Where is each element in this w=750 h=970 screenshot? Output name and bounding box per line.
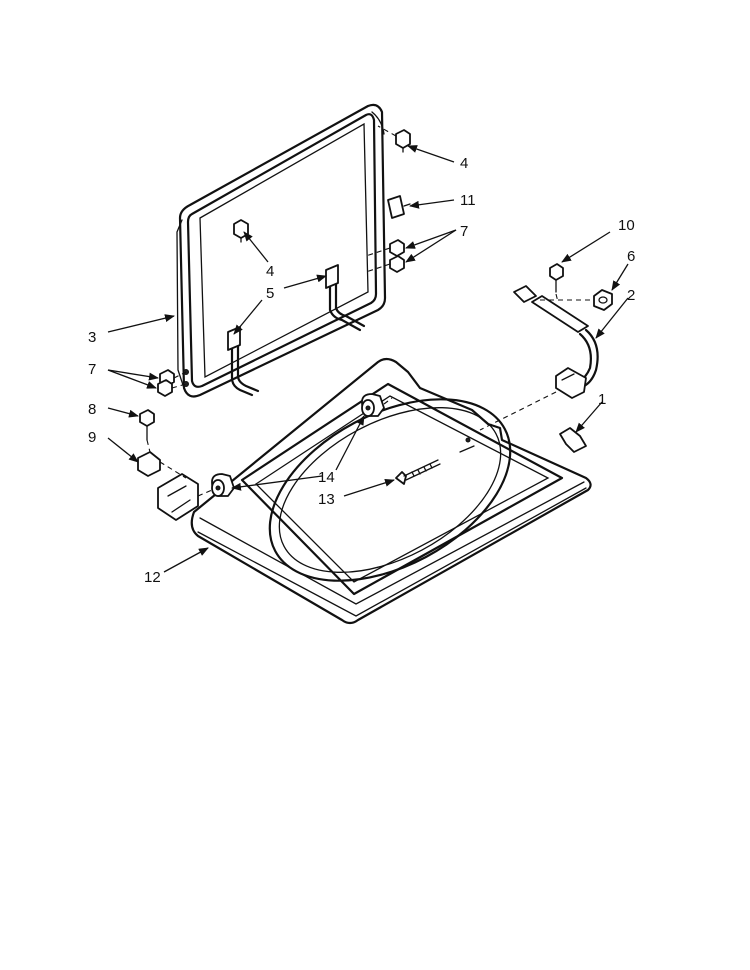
hinge-screw — [139, 409, 155, 441]
hinge-bushing-right — [361, 393, 385, 417]
lid-clip — [387, 195, 411, 219]
hinge-block — [137, 451, 199, 521]
callout-12: 12 — [144, 569, 161, 586]
callout-2: 2 — [627, 287, 635, 304]
callout-13: 13 — [318, 491, 335, 508]
callout-11: 11 — [460, 192, 476, 209]
lid — [176, 103, 387, 398]
callout-labels: 4 11 7 10 6 2 4 5 3 7 8 9 1 14 13 12 — [88, 155, 635, 586]
leader-lines — [107, 145, 629, 573]
callout-9: 9 — [88, 429, 96, 446]
callout-4-top: 4 — [460, 155, 468, 172]
hinge-bushing-left — [211, 473, 235, 497]
callout-5: 5 — [266, 285, 274, 302]
callout-10: 10 — [618, 217, 635, 234]
callout-7-right: 7 — [460, 223, 468, 240]
callout-14: 14 — [318, 469, 335, 486]
callout-4-inner: 4 — [266, 263, 274, 280]
callout-1: 1 — [598, 391, 606, 408]
lid-switch — [513, 285, 599, 399]
callout-8: 8 — [88, 401, 96, 418]
switch-screw — [549, 263, 564, 293]
switch-nut — [593, 289, 613, 311]
lid-bumper-top — [395, 129, 411, 153]
lid-hinge-rods — [227, 264, 366, 397]
panel-screw — [395, 459, 441, 485]
callout-7-left: 7 — [88, 361, 96, 378]
callout-6: 6 — [627, 248, 635, 265]
callout-3: 3 — [88, 329, 96, 346]
lid-bumper-inner — [233, 219, 249, 243]
lid-screws-left — [157, 369, 189, 397]
top-panel — [190, 357, 592, 625]
wire-clip — [559, 427, 587, 453]
lid-screws-right — [389, 239, 405, 273]
